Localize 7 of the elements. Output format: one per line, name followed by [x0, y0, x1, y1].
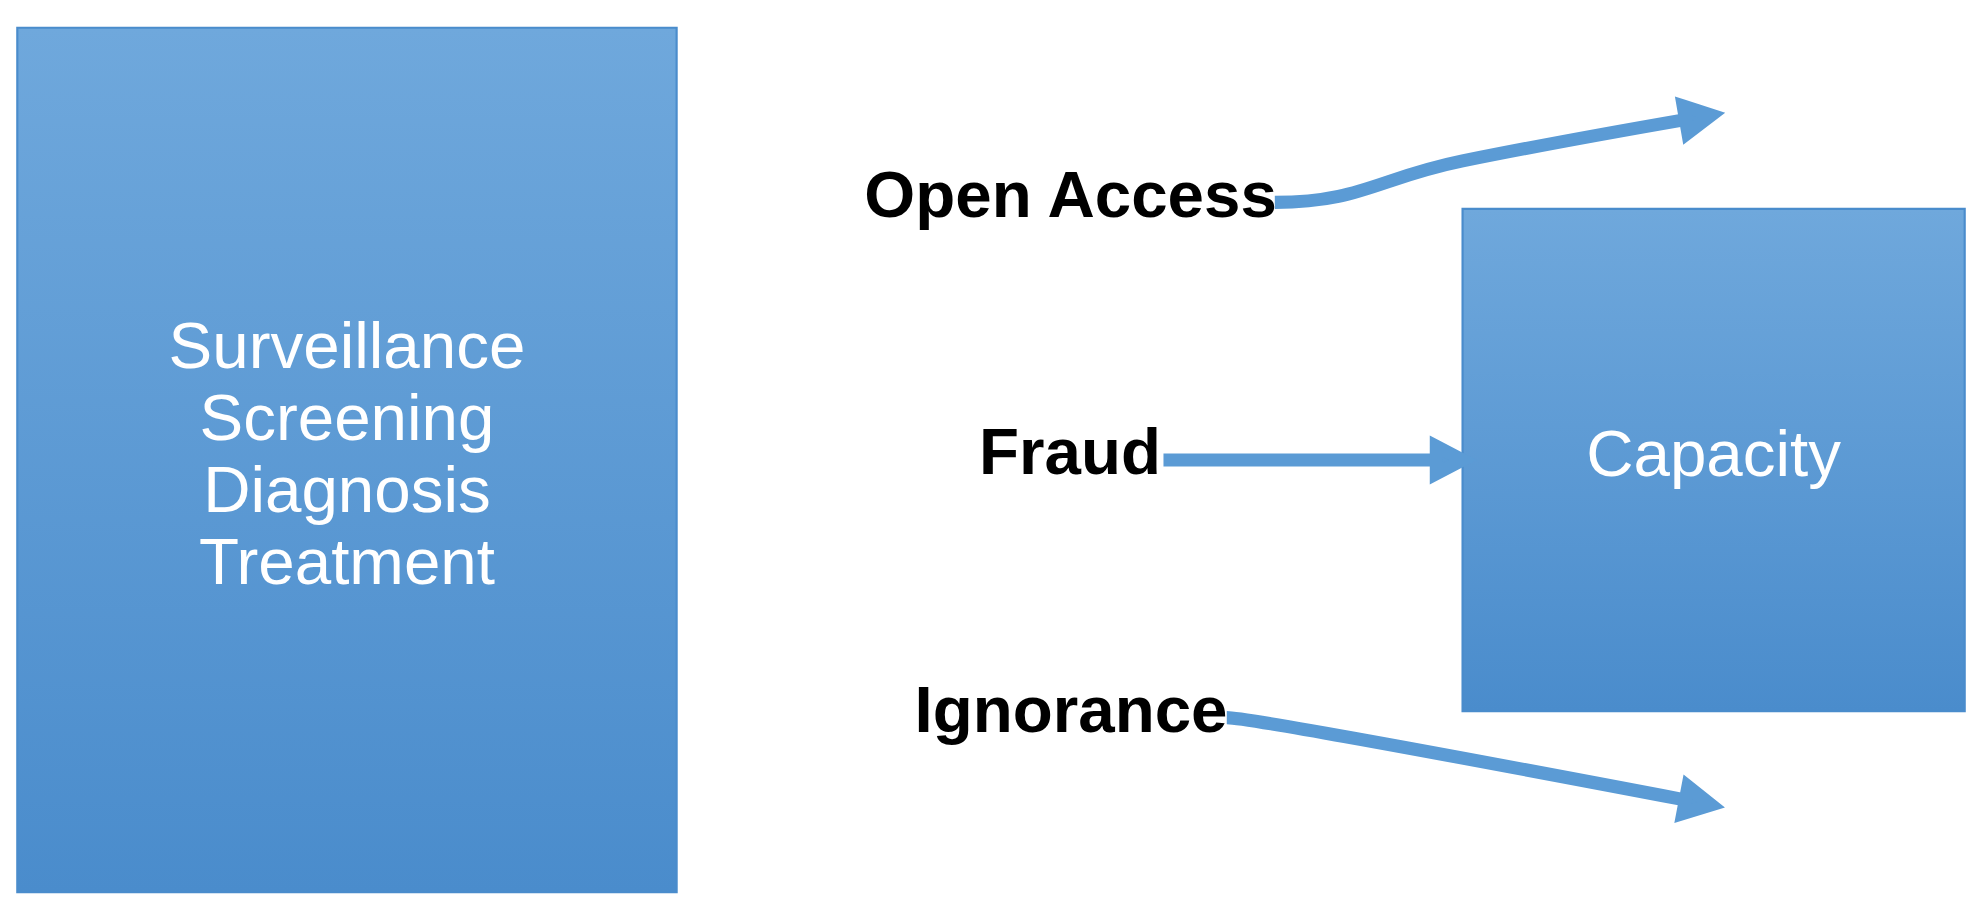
node-box: Capacity — [1461, 207, 1966, 712]
node-box: Surveillance Screening Diagnosis Treatment — [16, 26, 678, 893]
arrow — [1226, 710, 1725, 823]
node-text: Fraud — [978, 414, 1161, 488]
node-text: Ignorance — [914, 672, 1228, 746]
node-text: Open Access — [864, 157, 1277, 231]
arrow — [1274, 95, 1726, 209]
